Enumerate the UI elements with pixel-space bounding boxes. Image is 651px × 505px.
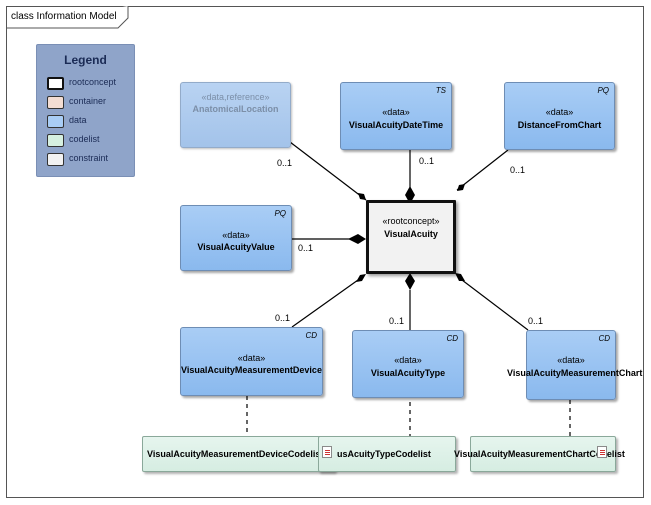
class-visual-acuity-date-time[interactable]: TS «data» VisualAcuityDateTime xyxy=(340,82,452,150)
class-name: VisualAcuityDateTime xyxy=(348,120,444,130)
legend-label: constraint xyxy=(69,153,109,163)
type-tag: TS xyxy=(435,86,446,95)
type-tag: CD xyxy=(446,334,458,343)
legend-swatch-codelist xyxy=(47,134,64,147)
legend-title: Legend xyxy=(64,53,107,67)
class-visual-acuity-measurement-chart[interactable]: CD «data» VisualAcuityMeasurementChart xyxy=(507,330,642,400)
class-stereotype: «data» xyxy=(545,107,574,117)
codelist-name: usAcuityTypeCodelist xyxy=(337,449,431,459)
codelist-measurement-device[interactable]: VisualAcuityMeasurementDeviceCodelist xyxy=(142,436,335,472)
class-name: AnatomicalLocation xyxy=(192,104,279,114)
diamond-chart xyxy=(455,273,465,281)
root-stereotype: «rootconcept» xyxy=(382,216,440,226)
class-stereotype: «data» xyxy=(557,355,585,365)
codelist-document-icon xyxy=(597,446,607,458)
codelist-measurement-chart[interactable]: VisualAcuityMeasurementChartCodelist xyxy=(454,436,625,472)
legend-swatch-container xyxy=(47,96,64,109)
diamond-type xyxy=(405,273,415,290)
legend-label: codelist xyxy=(69,134,100,144)
legend-label: rootconcept xyxy=(69,77,117,87)
legend: Legend rootconcept container data codeli… xyxy=(36,44,135,177)
class-name: VisualAcuityMeasurementChart xyxy=(507,368,643,378)
link-device xyxy=(291,279,359,328)
link-anatomical-location xyxy=(289,141,367,201)
multiplicity-value: 0..1 xyxy=(298,243,314,253)
legend-swatch-constraint xyxy=(47,153,64,166)
class-name: VisualAcuityMeasurementDevice xyxy=(181,365,322,375)
root-class-visual-acuity[interactable]: «rootconcept» VisualAcuity xyxy=(366,200,456,274)
class-name: DistanceFromChart xyxy=(517,120,602,130)
diamond-date-time xyxy=(405,186,415,204)
multiplicity-chart: 0..1 xyxy=(528,316,544,326)
type-tag: PQ xyxy=(274,209,286,218)
link-chart xyxy=(461,279,529,331)
diamond-anatomical-location xyxy=(358,193,366,200)
legend-label: container xyxy=(69,96,107,106)
legend-swatch-rootconcept xyxy=(47,77,64,90)
class-distance-from-chart[interactable]: PQ «data» DistanceFromChart xyxy=(504,82,615,150)
class-name: VisualAcuityType xyxy=(370,368,446,378)
type-tag: CD xyxy=(598,334,610,343)
class-name: VisualAcuityValue xyxy=(197,242,275,252)
multiplicity-anatomical-location: 0..1 xyxy=(277,158,293,168)
legend-label: data xyxy=(69,115,87,125)
type-tag: CD xyxy=(305,331,317,340)
multiplicity-date-time: 0..1 xyxy=(419,156,435,166)
root-name: VisualAcuity xyxy=(384,229,438,239)
type-tag: PQ xyxy=(597,86,609,95)
class-anatomical-location[interactable]: «data,reference» AnatomicalLocation xyxy=(180,82,291,148)
codelist-document-icon xyxy=(322,446,332,458)
diagram-frame xyxy=(6,6,644,498)
codelist-name: VisualAcuityMeasurementDeviceCodelist xyxy=(147,449,324,459)
codelist-visual-acuity-type[interactable]: usAcuityTypeCodelist xyxy=(318,436,456,472)
multiplicity-device: 0..1 xyxy=(275,313,291,323)
class-visual-acuity-type[interactable]: CD «data» VisualAcuityType xyxy=(352,330,464,398)
multiplicity-type: 0..1 xyxy=(389,316,405,326)
class-stereotype: «data,reference» xyxy=(201,92,270,102)
link-distance xyxy=(456,149,509,191)
diamond-value xyxy=(348,234,366,244)
class-stereotype: «data» xyxy=(394,355,422,365)
class-stereotype: «data» xyxy=(237,353,266,363)
frame-title: class Information Model xyxy=(11,11,117,22)
class-stereotype: «data» xyxy=(382,107,410,117)
class-visual-acuity-value[interactable]: PQ «data» VisualAcuityValue xyxy=(180,205,292,271)
legend-swatch-data xyxy=(47,115,64,128)
codelist-name: VisualAcuityMeasurementChartCodelist xyxy=(454,449,625,459)
class-stereotype: «data» xyxy=(222,230,250,240)
class-visual-acuity-measurement-device[interactable]: CD «data» VisualAcuityMeasurementDevice xyxy=(180,327,323,396)
diamond-distance xyxy=(457,184,465,191)
multiplicity-distance: 0..1 xyxy=(510,165,526,175)
diamond-device xyxy=(356,274,366,282)
